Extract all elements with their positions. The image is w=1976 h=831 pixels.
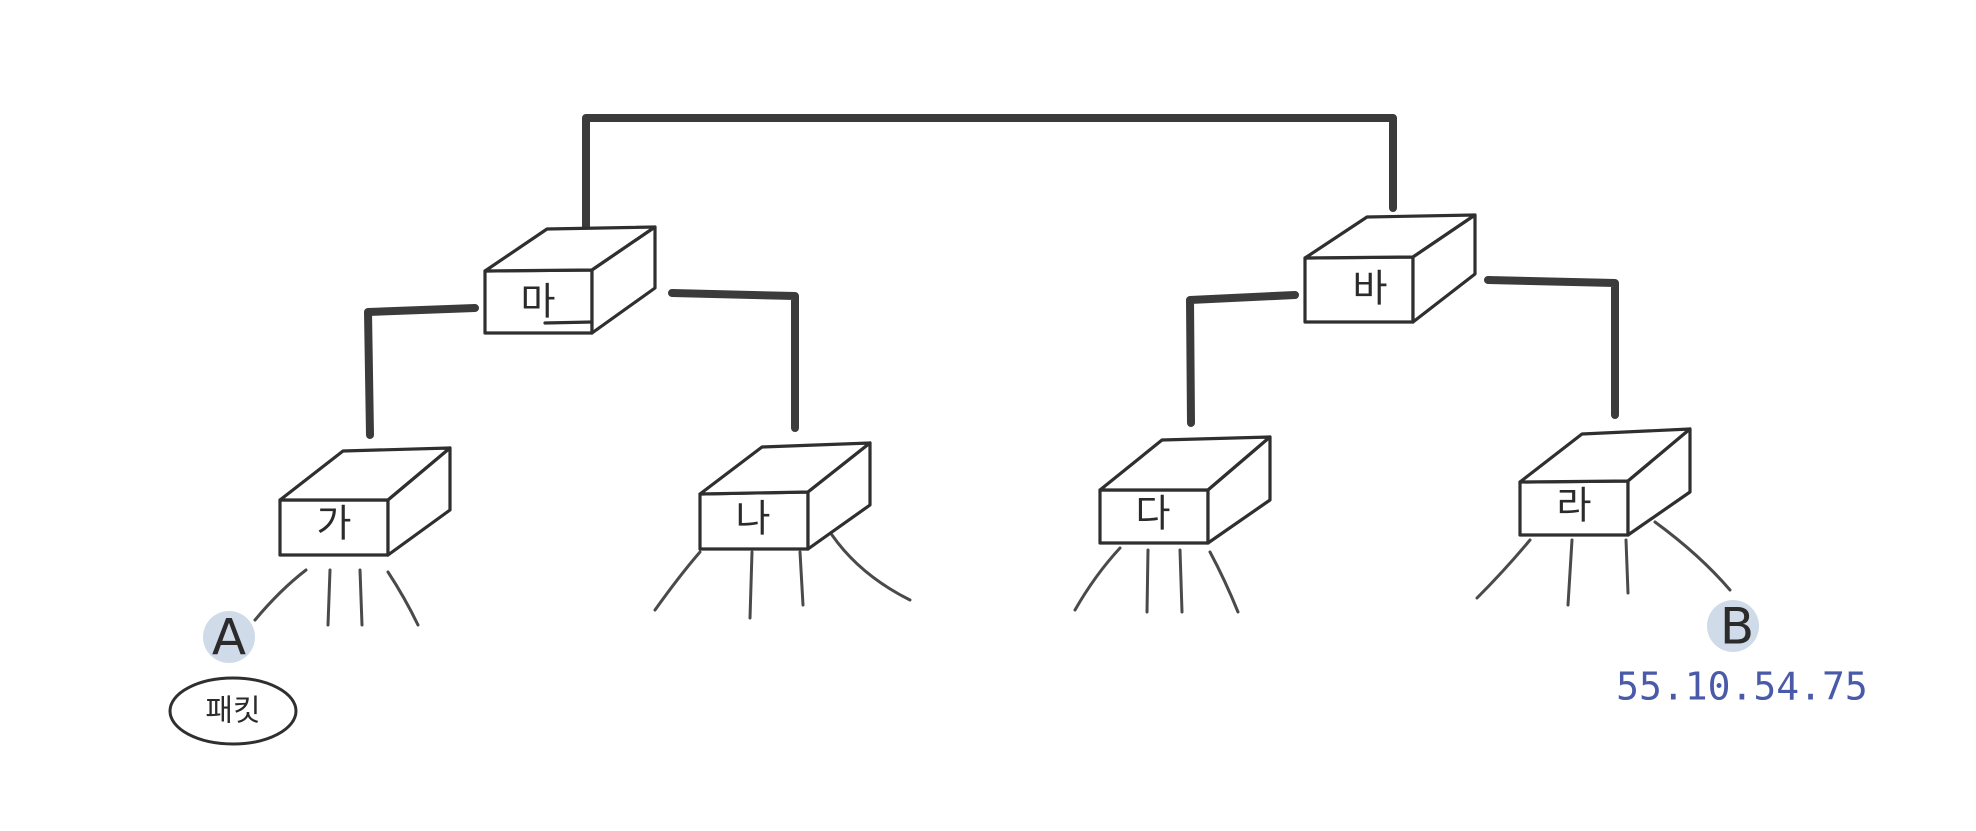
switch-label-da: 다: [1136, 492, 1171, 536]
connection-lines: [364, 114, 1619, 439]
host-b-marker: [1707, 600, 1759, 652]
switch-ma: 마: [483, 225, 657, 335]
packet-label: 패킷: [205, 694, 260, 729]
switch-da: 다: [1098, 435, 1272, 545]
drop-line: [358, 568, 364, 627]
drop-lines: [253, 520, 1732, 627]
drop-line: [1624, 538, 1630, 595]
drop-line: [1653, 520, 1732, 592]
drop-line: [830, 533, 912, 602]
switch-na: 나: [698, 441, 872, 551]
link-ma-ba: [582, 114, 1397, 231]
link-ba-ra: [1484, 276, 1619, 419]
switch-label-ba: 바: [1353, 267, 1388, 311]
switch-ba: 바: [1303, 213, 1477, 324]
host-b: B 55.10.54.75: [1616, 598, 1868, 709]
switch-label-ga: 가: [317, 502, 352, 546]
host-b-label: B: [1720, 598, 1754, 656]
packet-bubble: 패킷: [168, 676, 298, 746]
drop-line: [1073, 546, 1122, 612]
packet-outline: [168, 676, 298, 746]
drop-line: [1475, 538, 1532, 600]
switch-label-ra: 라: [1557, 484, 1592, 528]
drop-line: [1145, 548, 1150, 614]
drop-line: [798, 550, 805, 607]
drop-line: [748, 550, 754, 620]
drop-line: [253, 568, 308, 622]
link-ba-da: [1186, 291, 1299, 427]
switch-label-ma: 마: [521, 280, 556, 324]
host-a: A: [203, 609, 255, 667]
drop-line: [386, 570, 420, 627]
switch-ga: 가: [278, 446, 452, 557]
host-a-marker: [203, 611, 255, 663]
link-ma-ga: [364, 304, 479, 439]
link-ma-na: [668, 289, 799, 432]
host-a-label: A: [212, 609, 246, 667]
host-b-ip-address: 55.10.54.75: [1616, 665, 1868, 709]
switch-label-na: 나: [736, 497, 771, 541]
drop-line: [1566, 538, 1574, 607]
drop-line: [326, 568, 332, 627]
switch-ra: 라: [1518, 427, 1692, 537]
drop-line: [1208, 550, 1240, 614]
drop-line: [653, 550, 702, 612]
drop-line: [1178, 548, 1184, 614]
